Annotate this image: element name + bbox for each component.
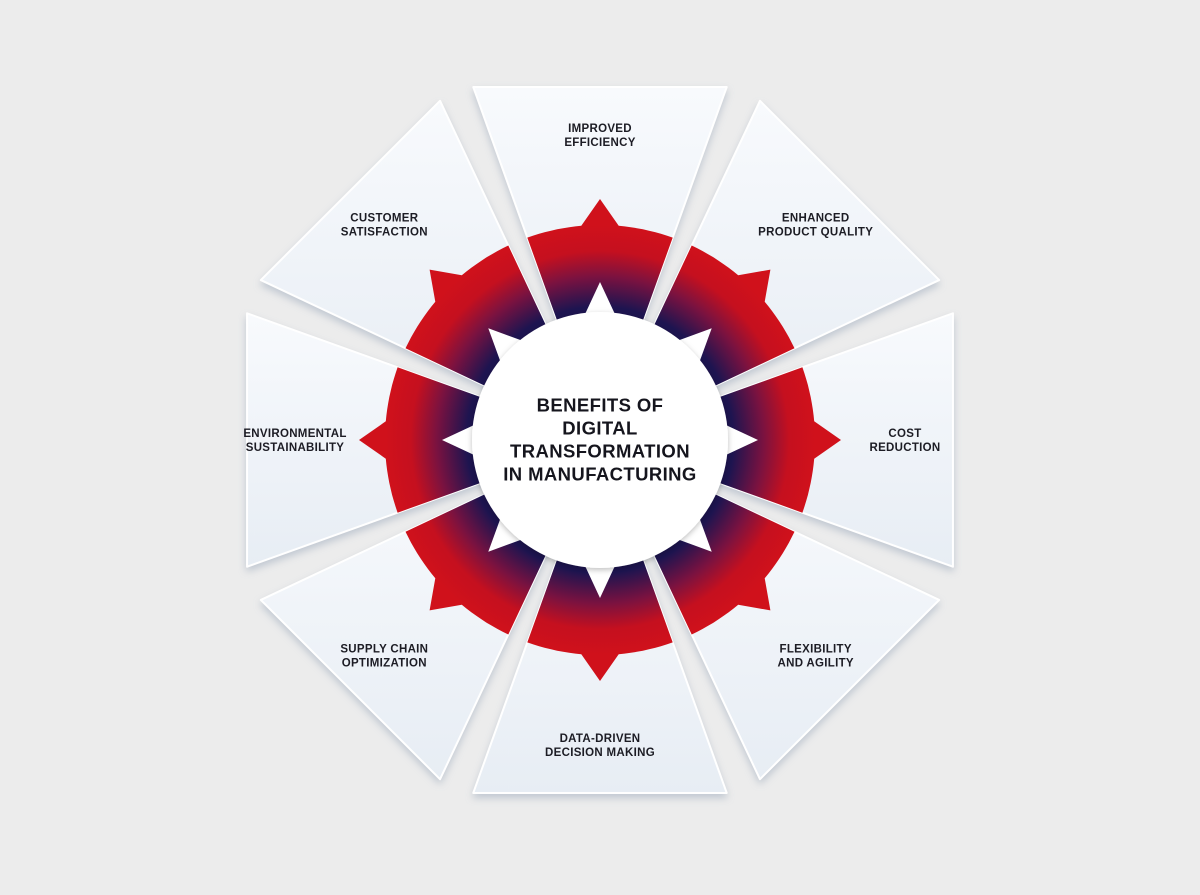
benefit-label-line: REDUCTION [869,442,940,454]
hub-tooth [584,282,616,315]
hub-tooth [725,424,758,456]
ring-segment [714,367,841,513]
center-title-line: IN MANUFACTURING [503,464,696,485]
center-title-line: BENEFITS OF [537,395,664,416]
benefit-label-line: PRODUCT QUALITY [758,226,873,238]
hub-tooth [488,328,523,363]
benefit-label-line: DECISION MAKING [545,747,655,759]
hub-tooth [677,328,712,363]
benefit-label-line: SATISFACTION [341,226,428,238]
benefit-label-line: CUSTOMER [350,212,418,224]
benefit-label-line: ENVIRONMENTAL [243,428,346,440]
hub-tooth [677,517,712,552]
ring-segment [359,367,486,513]
benefit-label-line: DATA-DRIVEN [560,733,641,745]
benefit-labels: IMPROVED EFFICIENCY ENHANCED PRODUCT QUALIT… [243,123,940,759]
benefit-label-line: SUSTAINABILITY [246,442,345,454]
benefit-label-line: EFFICIENCY [564,137,635,149]
benefit-label-line: SUPPLY CHAIN [340,644,428,656]
benefit-label-line: ENHANCED [782,212,850,224]
center-title-line: DIGITAL [562,418,637,439]
hub-tooth [488,517,523,552]
hub-tooth [442,424,475,456]
benefit-label-line: AND AGILITY [778,658,854,670]
benefit-label-line: IMPROVED [568,123,632,135]
center-title-line: TRANSFORMATION [510,441,690,462]
ring-segment [527,554,673,681]
benefit-label-line: COST [888,428,921,440]
benefit-label-line: FLEXIBILITY [780,644,852,656]
hub-tooth [584,565,616,598]
benefit-label-line: OPTIMIZATION [342,658,427,670]
ring-segment [527,199,673,326]
center-circle [472,312,728,568]
